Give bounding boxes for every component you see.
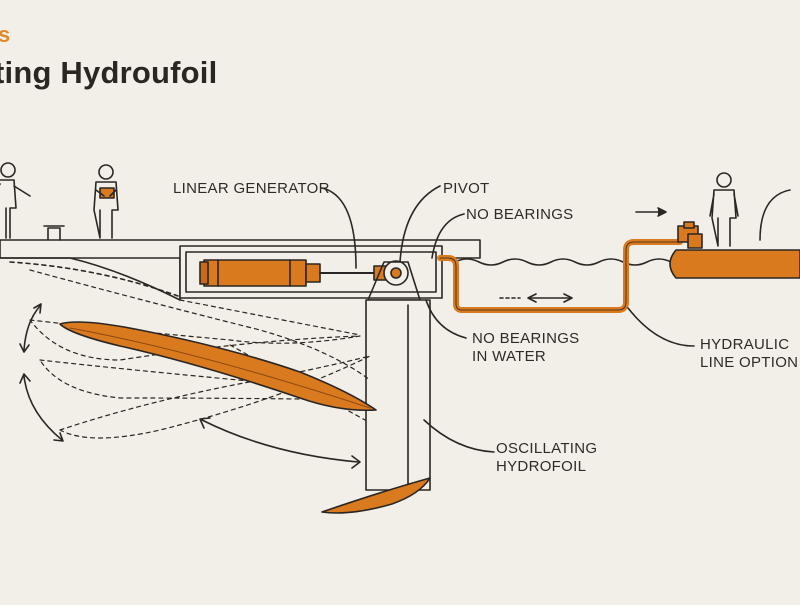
label-hydraulic-line1: HYDRAULIC xyxy=(700,336,790,353)
vertical-strut xyxy=(365,299,431,491)
hydrofoil-main-edge xyxy=(69,327,371,409)
label-oscillating-line1: OSCILLATING xyxy=(496,440,598,457)
ghost-foil-4 xyxy=(29,269,371,381)
hydraulic-line-outline xyxy=(439,241,681,311)
label-no-bearings-in-water-line1: NO BEARINGS xyxy=(472,330,580,347)
generator-end-cap xyxy=(199,261,209,285)
arrowhead xyxy=(53,432,64,442)
title-accent-text: s xyxy=(0,22,11,47)
leader-pivot xyxy=(399,185,441,263)
leader-linear-generator xyxy=(321,187,357,269)
arrowhead xyxy=(351,455,361,469)
generator-inner-frame xyxy=(185,251,437,293)
motion-arrow-left-lower xyxy=(23,375,63,441)
person-right-icon xyxy=(709,172,739,247)
arrowhead xyxy=(527,293,537,303)
label-oscillating-hydrofoil: OSCILLATING HYDROFOIL xyxy=(496,440,597,476)
arrowhead xyxy=(657,207,667,217)
leader-hydraulic xyxy=(627,307,695,347)
label-hydraulic-line-option: HYDRAULIC LINE OPTION xyxy=(700,336,798,372)
pump-motor xyxy=(687,233,703,249)
label-no-bearings-in-water-line2: IN WATER xyxy=(472,348,547,365)
pivot-center xyxy=(390,267,402,279)
ghost-line-5 xyxy=(179,299,361,336)
motion-arrow-left-upper xyxy=(23,305,41,351)
person-center-icon xyxy=(93,164,119,239)
label-oscillating-line2: HYDROFOIL xyxy=(496,458,587,475)
arrowhead xyxy=(33,303,42,314)
generator-collar xyxy=(305,263,321,283)
leader-no-bearings-water xyxy=(425,299,467,339)
bollard-icon xyxy=(43,225,65,241)
arrowhead xyxy=(563,293,573,303)
label-no-bearings: NO BEARINGS xyxy=(466,206,574,223)
dock-hull-dashed xyxy=(9,261,179,297)
hydrofoil-bottom xyxy=(321,477,431,514)
label-pivot: PIVOT xyxy=(443,180,490,197)
arrowhead xyxy=(19,343,30,353)
dock-hull-underside xyxy=(0,257,181,301)
generator-cylinder xyxy=(203,259,307,287)
pump-cap xyxy=(683,221,695,229)
leader-oscillating xyxy=(423,419,495,453)
page-title: ting Hydroufoil xyxy=(0,55,218,90)
hydrofoil-main xyxy=(59,321,377,412)
label-no-bearings-in-water: NO BEARINGS IN WATER xyxy=(472,330,580,366)
label-hydraulic-line2: LINE OPTION xyxy=(700,354,799,371)
ghost-foil-3 xyxy=(59,355,371,439)
arrowhead xyxy=(19,373,31,384)
label-linear-generator: LINEAR GENERATOR xyxy=(173,180,330,197)
float-hull xyxy=(669,249,800,279)
arrowhead xyxy=(199,417,211,429)
leader-no-bearings xyxy=(431,213,465,259)
person-left-icon xyxy=(0,162,31,239)
leader-float xyxy=(759,189,791,241)
motion-arrow-bottom xyxy=(201,419,359,463)
